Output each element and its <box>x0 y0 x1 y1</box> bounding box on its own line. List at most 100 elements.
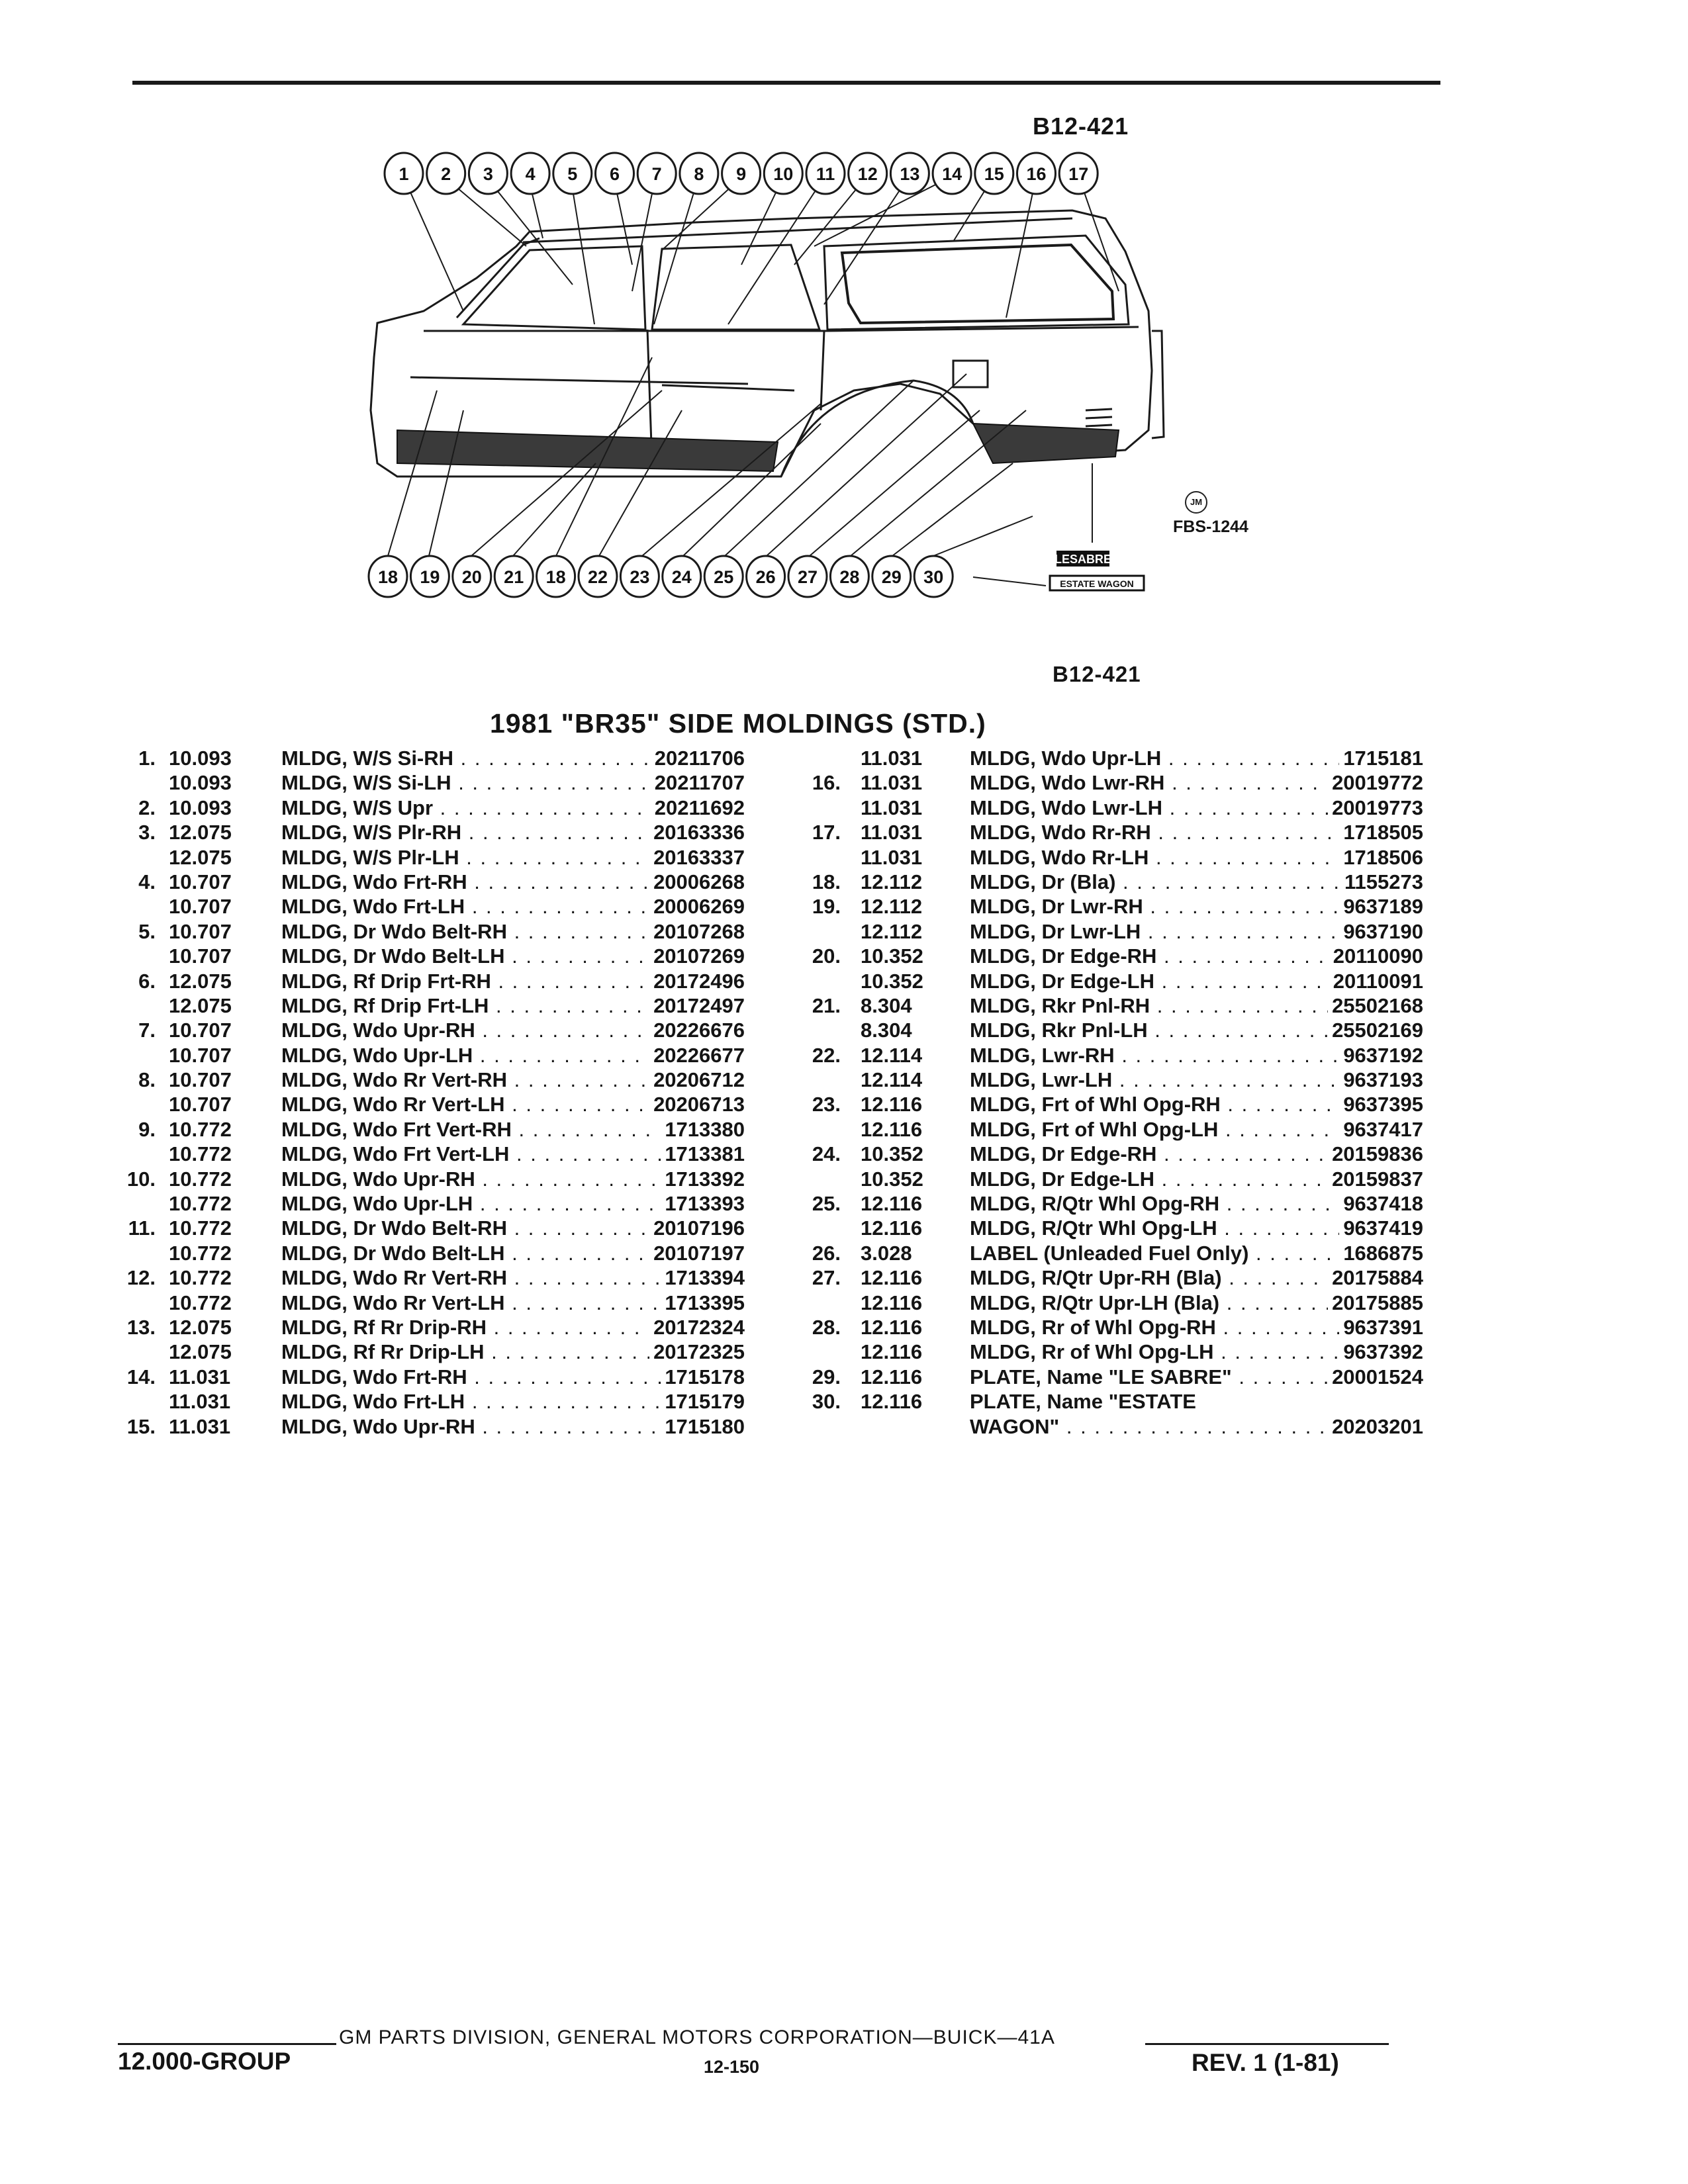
part-number: 9637391 <box>1339 1315 1423 1340</box>
part-number: 20172496 <box>649 969 745 993</box>
part-description: MLDG, Dr Edge-LH <box>970 1167 1423 1191</box>
svg-text:10: 10 <box>773 164 793 184</box>
svg-text:2: 2 <box>441 164 451 184</box>
part-number: 1713380 <box>661 1117 745 1142</box>
part-description: MLDG, Rf Rr Drip-LH <box>281 1340 745 1364</box>
callout-circle: 20 <box>451 555 492 598</box>
part-description: MLDG, Wdo Frt-LH <box>281 895 745 919</box>
part-description: PLATE, Name "ESTATE <box>970 1390 1196 1414</box>
part-number-index: 4. <box>138 870 156 893</box>
part-number: 1715179 <box>661 1390 745 1414</box>
svg-text:18: 18 <box>546 567 566 587</box>
group-number: 12.114 <box>861 1068 923 1092</box>
figure-code: FBS-1244 <box>1173 518 1248 536</box>
callout-circle: 1 <box>383 152 424 195</box>
part-number: 20163337 <box>649 845 745 870</box>
part-number: 20006269 <box>649 895 745 919</box>
wagon-outline <box>369 209 1165 478</box>
part-description: MLDG, Dr Edge-LH <box>970 970 1423 993</box>
part-description: MLDG, Wdo Upr-LH <box>281 1044 745 1068</box>
part-number: 1155273 <box>1340 870 1423 894</box>
callout-circle: 28 <box>829 555 870 598</box>
part-description: MLDG, Wdo Rr Vert-LH <box>281 1093 745 1116</box>
part-number-index: 13. <box>126 1315 156 1339</box>
svg-text:13: 13 <box>900 164 919 184</box>
part-number: 1718505 <box>1339 821 1423 845</box>
part-description: MLDG, Wdo Upr-RH <box>281 1415 745 1439</box>
part-description: MLDG, Wdo Rr-RH <box>970 821 1423 844</box>
part-number: 1715180 <box>661 1414 745 1439</box>
group-number: 12.075 <box>169 845 232 869</box>
callout-circle: 11 <box>805 152 846 195</box>
group-number: 10.707 <box>169 895 232 919</box>
svg-text:21: 21 <box>504 567 524 587</box>
group-number: 12.116 <box>861 1216 923 1240</box>
part-description: MLDG, Wdo Upr-RH <box>281 1167 745 1191</box>
part-number: 20001524 <box>1328 1365 1423 1389</box>
part-description: MLDG, Wdo Upr-LH <box>970 747 1423 770</box>
callout-circle: 24 <box>661 555 702 598</box>
group-number: 12.116 <box>861 1365 923 1388</box>
part-number-index: 1. <box>138 747 156 770</box>
rocker-molding <box>397 429 779 473</box>
part-number: 20107269 <box>649 944 745 969</box>
callout-circle: 5 <box>552 152 593 195</box>
part-number-index: 14. <box>126 1365 156 1388</box>
part-number: 1713392 <box>661 1167 745 1191</box>
callout-circle: 27 <box>787 555 828 598</box>
part-number: 25502169 <box>1328 1019 1423 1043</box>
svg-text:11: 11 <box>816 164 835 184</box>
svg-text:9: 9 <box>736 164 746 184</box>
part-number-index: 21. <box>812 993 841 1017</box>
jm-mark: JM <box>1185 491 1207 514</box>
group-number: 12.075 <box>169 1340 232 1364</box>
part-number-index: 3. <box>138 821 156 844</box>
part-description: MLDG, Rr of Whl Opg-LH <box>970 1340 1423 1364</box>
part-number: 20203201 <box>1328 1414 1423 1439</box>
part-description: MLDG, R/Qtr Upr-LH (Bla) <box>970 1291 1423 1315</box>
svg-text:27: 27 <box>798 567 818 587</box>
top-rule <box>132 81 1440 85</box>
part-number-index: 2. <box>138 796 156 819</box>
part-description: MLDG, Dr Edge-RH <box>970 944 1423 968</box>
part-number: 9637392 <box>1339 1340 1423 1365</box>
callout-circle: 23 <box>619 555 660 598</box>
svg-text:24: 24 <box>672 567 692 587</box>
part-number: 9637395 <box>1339 1093 1423 1117</box>
group-number: 11.031 <box>861 771 923 795</box>
group-number: 12.075 <box>169 993 232 1017</box>
footer-group: 12.000-GROUP <box>118 2048 291 2075</box>
part-number: 9637192 <box>1339 1043 1423 1068</box>
part-number-index: 25. <box>812 1192 841 1216</box>
part-number: 20159836 <box>1328 1142 1423 1167</box>
group-number: 11.031 <box>169 1365 231 1388</box>
part-number-index: 22. <box>812 1043 841 1067</box>
group-number: 12.075 <box>169 969 232 993</box>
svg-text:25: 25 <box>714 567 733 587</box>
svg-text:30: 30 <box>923 567 943 587</box>
part-number-index: 19. <box>812 895 841 919</box>
svg-text:12: 12 <box>858 164 878 184</box>
part-number: 1718506 <box>1339 845 1423 870</box>
